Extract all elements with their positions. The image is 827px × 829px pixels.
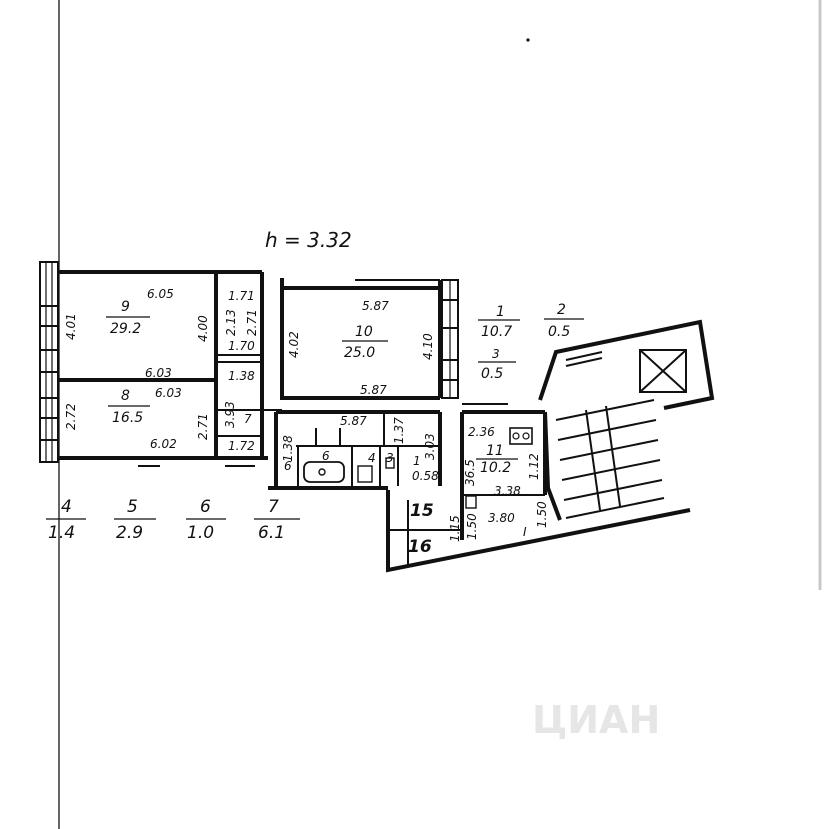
dim-172: 1.72	[228, 439, 255, 453]
dim-400: 4.00	[196, 315, 210, 342]
dim-271: 2.71	[196, 413, 210, 440]
legend-7-number: 7	[268, 497, 279, 517]
dim-410: 4.10	[421, 333, 435, 360]
label-3: 3	[386, 451, 394, 465]
toilet-icon	[357, 465, 373, 483]
dim-587a: 5.87	[362, 299, 389, 313]
bathtub-icon	[303, 461, 345, 483]
legend-4-area: 1.4	[48, 523, 75, 543]
room-9-area: 29.2	[110, 321, 141, 337]
room-1-number: 1	[496, 304, 505, 320]
dim-213: 2.13	[224, 309, 238, 336]
label-1: 1	[413, 454, 421, 468]
dim-058: 0.58	[412, 469, 439, 483]
dim-112: 1.12	[527, 453, 541, 480]
dim-603: 6.03	[145, 366, 172, 380]
room-11-area: 10.2	[480, 460, 511, 476]
room-3-number: 3	[492, 347, 500, 361]
stove-icon	[509, 427, 533, 445]
room-10-number: 10	[355, 324, 373, 340]
elevator-shaft-icon	[639, 349, 687, 393]
label-4: 4	[368, 451, 376, 465]
room-3-area: 0.5	[481, 366, 503, 382]
middle-block-walls	[262, 278, 459, 490]
dim-7: 7	[244, 412, 252, 426]
room-1-area: 10.7	[481, 324, 512, 340]
dim-303: 3.03	[423, 433, 437, 460]
dim-150b: 1.50	[535, 501, 549, 528]
right-block-walls	[386, 319, 715, 573]
room-11-number: 11	[486, 443, 504, 459]
dim-137: 1.37	[392, 417, 406, 444]
dim-150: 1.50	[465, 513, 479, 540]
dim-393: 3.93	[223, 401, 237, 428]
dim-171: 1.71	[228, 289, 255, 303]
watermark-logo: ЦИАН	[532, 698, 660, 742]
room-9-number: 9	[121, 299, 130, 315]
dim-115: 1.15	[448, 515, 462, 542]
dim-138: 1.38	[228, 369, 255, 383]
sink-icon	[465, 495, 477, 509]
dim-401: 4.01	[64, 313, 78, 340]
dim-170: 1.70	[228, 339, 255, 353]
label-6b: 6	[322, 449, 330, 463]
legend-6-area: 1.0	[187, 523, 214, 543]
dim-271b: 2.71	[245, 309, 259, 336]
room-8-number: 8	[121, 388, 130, 404]
legend-row: 4 1.4 5 2.9 6 1.0 7 6.1	[46, 497, 300, 543]
marker-15: 15	[410, 501, 434, 521]
room-2-area: 0.5	[548, 324, 570, 340]
dim-587b: 5.87	[360, 383, 387, 397]
speck	[526, 38, 530, 42]
left-block-walls	[39, 261, 268, 467]
dim-402: 4.02	[287, 331, 301, 358]
label-6: 6	[284, 459, 292, 473]
legend-7-area: 6.1	[258, 523, 285, 543]
legend-5-number: 5	[127, 497, 138, 517]
dim-236: 2.36	[468, 425, 495, 439]
legend-5-area: 2.9	[116, 523, 143, 543]
dim-338: 3.38	[494, 484, 521, 498]
marker-16: 16	[408, 537, 432, 557]
marker-I: I	[523, 525, 527, 539]
dim-380: 3.80	[488, 511, 515, 525]
dim-138b: 1.38	[281, 435, 295, 462]
room-2-number: 2	[557, 302, 566, 318]
legend-4-number: 4	[61, 497, 72, 517]
dim-602: 6.02	[150, 437, 177, 451]
ceiling-height-label: h = 3.32	[265, 228, 352, 252]
dim-587c: 5.87	[340, 414, 367, 428]
room-10-area: 25.0	[344, 345, 375, 361]
dim-603b: 6.03	[155, 386, 182, 400]
dim-365: 36.5	[463, 459, 477, 486]
dim-605: 6.05	[147, 287, 174, 301]
room-8-area: 16.5	[112, 410, 143, 426]
dim-272: 2.72	[64, 403, 78, 430]
legend-6-number: 6	[200, 497, 211, 517]
